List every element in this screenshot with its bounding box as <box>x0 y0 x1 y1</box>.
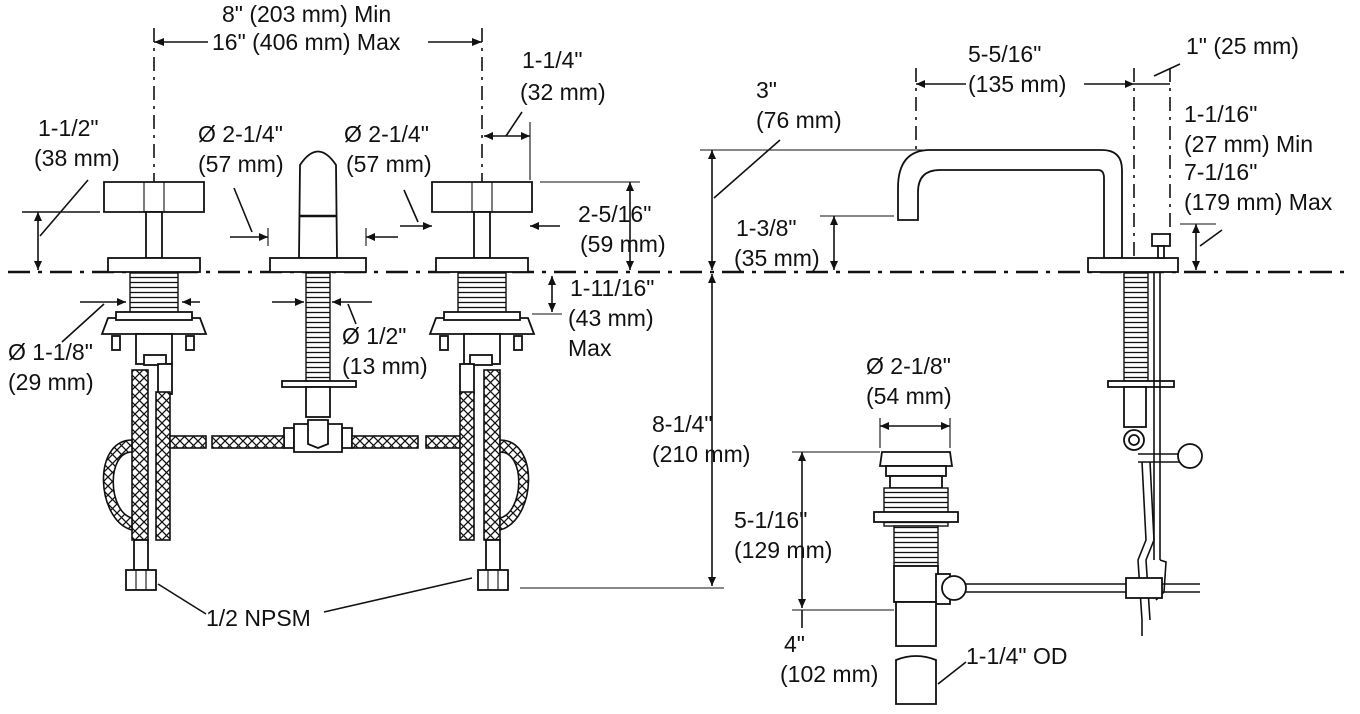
lift-range-label-3: 7-1/16" <box>1184 159 1257 185</box>
side-spout <box>897 149 1123 259</box>
lift-rod-knob <box>1151 233 1171 247</box>
spread-max-label: 16" (406 mm) Max <box>212 29 401 55</box>
spout-top-label-2: (76 mm) <box>756 107 842 133</box>
spout-reach-label-1: 5-5/16" <box>968 41 1041 67</box>
handle-rise-label-2: (59 mm) <box>580 231 666 257</box>
shank-dia-label-1: Ø 1-1/8" <box>8 339 93 365</box>
tailpiece-label-1: 4" <box>784 631 805 657</box>
tube-dia-label-1: Ø 1/2" <box>342 323 406 349</box>
deck-max-label-1: 1-11/16" <box>570 275 654 301</box>
lift-range-label-1: 1-1/16" <box>1184 101 1257 127</box>
spout-top-label-1: 3" <box>756 77 777 103</box>
npsm-label: 1/2 NPSM <box>206 605 311 631</box>
spout-reach-label-2: (135 mm) <box>968 71 1066 97</box>
left-valve-body <box>100 272 208 395</box>
drain-height-label-1: 5-1/16" <box>734 507 807 533</box>
deck-max-label-3: Max <box>568 335 612 361</box>
tube-dia-label-2: (13 mm) <box>342 353 428 379</box>
lift-offset-label: 1" (25 mm) <box>1186 33 1299 59</box>
spout-dia-label-1: Ø 2-1/4" <box>198 121 283 147</box>
tailpiece-od-label: 1-1/4" OD <box>966 643 1067 669</box>
drain-dia-label-1: Ø 2-1/8" <box>866 353 951 379</box>
right-valve-body <box>428 272 536 395</box>
spout-dia-label-2: (57 mm) <box>198 151 284 177</box>
side-deck-plate <box>1087 257 1179 273</box>
handle-height-label-2: (38 mm) <box>34 145 120 171</box>
front-leaders <box>22 111 640 615</box>
drain-dia-label-2: (54 mm) <box>866 383 952 409</box>
tailpiece-label-2: (102 mm) <box>780 661 878 687</box>
labels: 8" (203 mm) Min 16" (406 mm) Max 1-1/4" … <box>8 1 1333 687</box>
shank-dia-label-2: (29 mm) <box>8 369 94 395</box>
braided-hoses <box>102 369 530 591</box>
handle-dia-label-1: Ø 2-1/4" <box>344 121 429 147</box>
handle-width-label-2: (32 mm) <box>520 79 606 105</box>
spread-min-label: 8" (203 mm) Min <box>222 1 391 27</box>
handle-dia-label-2: (57 mm) <box>346 151 432 177</box>
side-view <box>520 63 1223 636</box>
spout-clearance-label-2: (35 mm) <box>734 245 820 271</box>
handle-rise-label-1: 2-5/16" <box>578 201 651 227</box>
handle-height-label-1: 1-1/2" <box>38 115 99 141</box>
front-view <box>8 28 1352 615</box>
left-handle <box>103 181 205 273</box>
drain-assembly <box>792 418 1200 705</box>
deck-max-label-2: (43 mm) <box>568 305 654 331</box>
drain-height-label-2: (129 mm) <box>734 537 832 563</box>
lift-range-label-2: (27 mm) Min <box>1184 131 1313 157</box>
spout <box>269 150 367 273</box>
below-deck-label-2: (210 mm) <box>652 441 750 467</box>
spread-dimension <box>154 38 482 46</box>
spout-clearance-label-1: 1-3/8" <box>736 215 797 241</box>
handle-width-label-1: 1-1/4" <box>522 47 583 73</box>
right-handle <box>431 181 533 273</box>
below-deck-label-1: 8-1/4" <box>652 411 713 437</box>
lift-range-label-4: (179 mm) Max <box>1184 189 1333 215</box>
